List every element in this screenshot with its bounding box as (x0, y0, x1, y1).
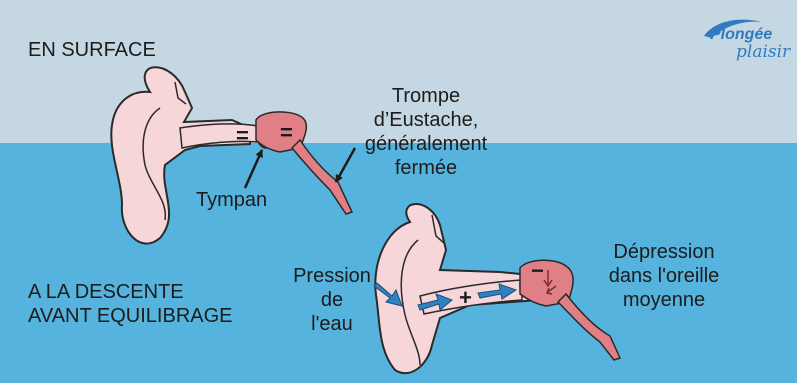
equal-sign-inner: = (280, 121, 293, 145)
trompe-label-line: fermée (346, 156, 506, 180)
pression-label: Pression de l'eau (282, 264, 382, 336)
minus-sign: − (531, 259, 544, 283)
logo-text-script: plaisir (736, 42, 790, 62)
trompe-label-line: Trompe (346, 84, 506, 108)
depression-label: Dépression dans l'oreille moyenne (594, 240, 734, 312)
surface-label: EN SURFACE (28, 38, 156, 62)
pression-label-line: Pression (282, 264, 382, 288)
depression-label-line: moyenne (594, 288, 734, 312)
trompe-label-line: généralement (346, 132, 506, 156)
pression-label-line: de (282, 288, 382, 312)
pression-label-line: l'eau (282, 312, 382, 336)
depression-label-line: dans l'oreille (594, 264, 734, 288)
equal-sign-outer: = (236, 124, 249, 148)
descent-label: A LA DESCENTE AVANT EQUILIBRAGE (28, 280, 233, 328)
trompe-label: Trompe d’Eustache, généralement fermée (346, 84, 506, 180)
depression-label-line: Dépression (594, 240, 734, 264)
descent-label-line: AVANT EQUILIBRAGE (28, 304, 233, 328)
trompe-label-line: d’Eustache, (346, 108, 506, 132)
tympan-label: Tympan (196, 188, 267, 212)
descent-label-line: A LA DESCENTE (28, 280, 233, 304)
plus-sign: + (459, 286, 472, 310)
